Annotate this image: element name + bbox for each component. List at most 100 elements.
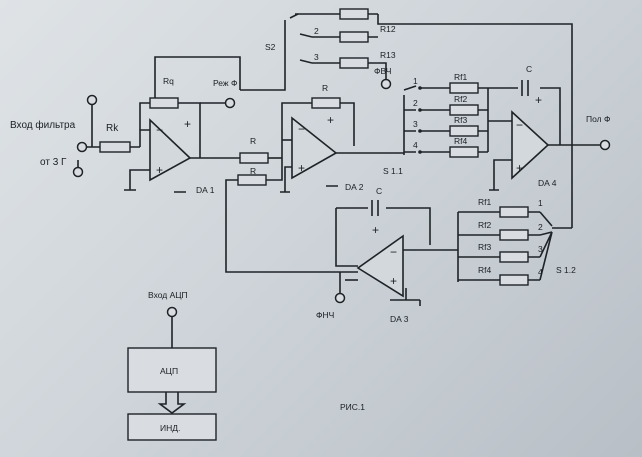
terminal-adc-input[interactable] — [166, 306, 178, 318]
da2-plus-supply: + — [327, 113, 334, 127]
adc-input-label: Вход АЦП — [148, 290, 188, 300]
adc-block — [127, 347, 217, 393]
da1-plus-sign: + — [156, 163, 163, 177]
labels: Вход фильтра от 3 Г Rk Rq Реж Ф R R R DA… — [10, 24, 610, 412]
rq-label: Rq — [163, 76, 174, 86]
resistors — [99, 8, 529, 286]
wires — [77, 13, 605, 348]
s11-pos-2: 2 — [413, 98, 418, 108]
capacitor-top — [521, 80, 529, 96]
s11-rf4-label: Rf4 — [454, 136, 468, 146]
s12-pos-1: 1 — [538, 198, 543, 208]
s12-rf4-label: Rf4 — [478, 265, 492, 275]
terminal-fvch[interactable] — [380, 78, 392, 90]
adc-arrow — [157, 392, 187, 414]
from-generator-label: от 3 Г — [40, 157, 67, 168]
capacitors — [371, 80, 529, 216]
capacitor-bottom — [371, 200, 379, 216]
opamp-da4 — [511, 110, 550, 180]
da1-plus-supply: + — [184, 117, 191, 131]
s12-label: S 1.2 — [556, 265, 576, 275]
terminal-fnch[interactable] — [334, 292, 346, 304]
s11-rf1-label: Rf1 — [454, 72, 468, 82]
da4-plus-sign: + — [516, 161, 523, 175]
s12-rf3-label: Rf3 — [478, 242, 492, 252]
resistor-r13 — [339, 57, 369, 69]
s12-rf1-label: Rf1 — [478, 197, 492, 207]
resistor-rf2-b — [499, 229, 529, 241]
resistor-r-feedback — [237, 174, 267, 186]
da2-plus-sign: + — [298, 161, 305, 175]
resistor-r12 — [339, 31, 369, 43]
fnch-label: ФНЧ — [316, 310, 334, 320]
s2-pos3-label: 3 — [314, 52, 319, 62]
terminal-filter-input[interactable] — [76, 141, 88, 153]
opamps — [149, 110, 550, 298]
r13-label: R13 — [380, 50, 396, 60]
da4-plus-supply: + — [535, 93, 542, 107]
mode-f-label: Реж Ф — [213, 78, 237, 88]
s12-pos-4: 4 — [538, 267, 543, 277]
resistor-rk — [99, 141, 131, 153]
s2-label: S2 — [265, 42, 276, 52]
da3-plus-sign: + — [390, 274, 397, 288]
resistor-rf2-a — [449, 104, 479, 116]
da3-label: DA 3 — [390, 314, 409, 324]
terminal-mode-f[interactable] — [224, 97, 236, 109]
fvch-label: ФВЧ — [374, 66, 391, 76]
filter-input-label: Вход фильтра — [10, 119, 76, 131]
r12-label: R12 — [380, 24, 396, 34]
ground-symbols — [124, 185, 499, 306]
terminals — [72, 78, 611, 318]
pol-f-label: Пол Ф — [586, 114, 610, 124]
resistor-rf4-a — [449, 146, 479, 158]
s2-pos2-label: 2 — [314, 26, 319, 36]
c-top-label: C — [526, 64, 532, 74]
resistor-r-s2-1 — [339, 8, 369, 20]
s12-pos-2: 2 — [538, 222, 543, 232]
resistor-rf3-b — [499, 251, 529, 263]
da2-minus-sign: − — [298, 122, 305, 136]
opamp-da2 — [291, 116, 338, 180]
adc-section: АЦП ИНД. — [127, 347, 217, 441]
s11-rf2-label: Rf2 — [454, 94, 468, 104]
da4-minus-sign: − — [516, 118, 523, 132]
adc-block-label: АЦП — [160, 366, 178, 376]
s12-pos-3: 3 — [538, 244, 543, 254]
ind-block-label: ИНД. — [160, 423, 180, 433]
s11-pos-1: 1 — [413, 76, 418, 86]
c-bottom-label: C — [376, 186, 382, 196]
da1-minus-sign: − — [156, 123, 163, 137]
resistor-rf1-a — [449, 82, 479, 94]
resistor-rf3-a — [449, 125, 479, 137]
s11-rf3-label: Rf3 — [454, 115, 468, 125]
s12-rf2-label: Rf2 — [478, 220, 492, 230]
s11-label: S 1.1 — [383, 166, 403, 176]
da2-label: DA 2 — [345, 182, 364, 192]
resistor-r-da2 — [311, 97, 341, 109]
s11-pos-4: 4 — [413, 140, 418, 150]
figure-caption: РИС.1 — [340, 402, 365, 412]
terminal-filter-aux[interactable] — [86, 94, 98, 106]
opamp-da3 — [356, 234, 404, 298]
switch-contacts — [289, 13, 553, 281]
da3-plus-supply: + — [372, 223, 379, 237]
r-da2-label: R — [322, 83, 328, 93]
resistor-rq — [149, 97, 179, 109]
da4-label: DA 4 — [538, 178, 557, 188]
s11-pos-3: 3 — [413, 119, 418, 129]
terminal-pol-f[interactable] — [599, 139, 611, 151]
r-feedback-label: R — [250, 166, 256, 176]
da3-minus-sign: − — [390, 245, 397, 259]
terminal-from-generator[interactable] — [72, 166, 84, 178]
rk-label: Rk — [106, 123, 119, 134]
resistor-rf1-b — [499, 206, 529, 218]
da1-label: DA 1 — [196, 185, 215, 195]
resistor-r-input — [239, 152, 269, 164]
ind-block — [127, 413, 217, 441]
opamp-da1 — [149, 118, 192, 182]
r-input-label: R — [250, 136, 256, 146]
resistor-rf4-b — [499, 274, 529, 286]
